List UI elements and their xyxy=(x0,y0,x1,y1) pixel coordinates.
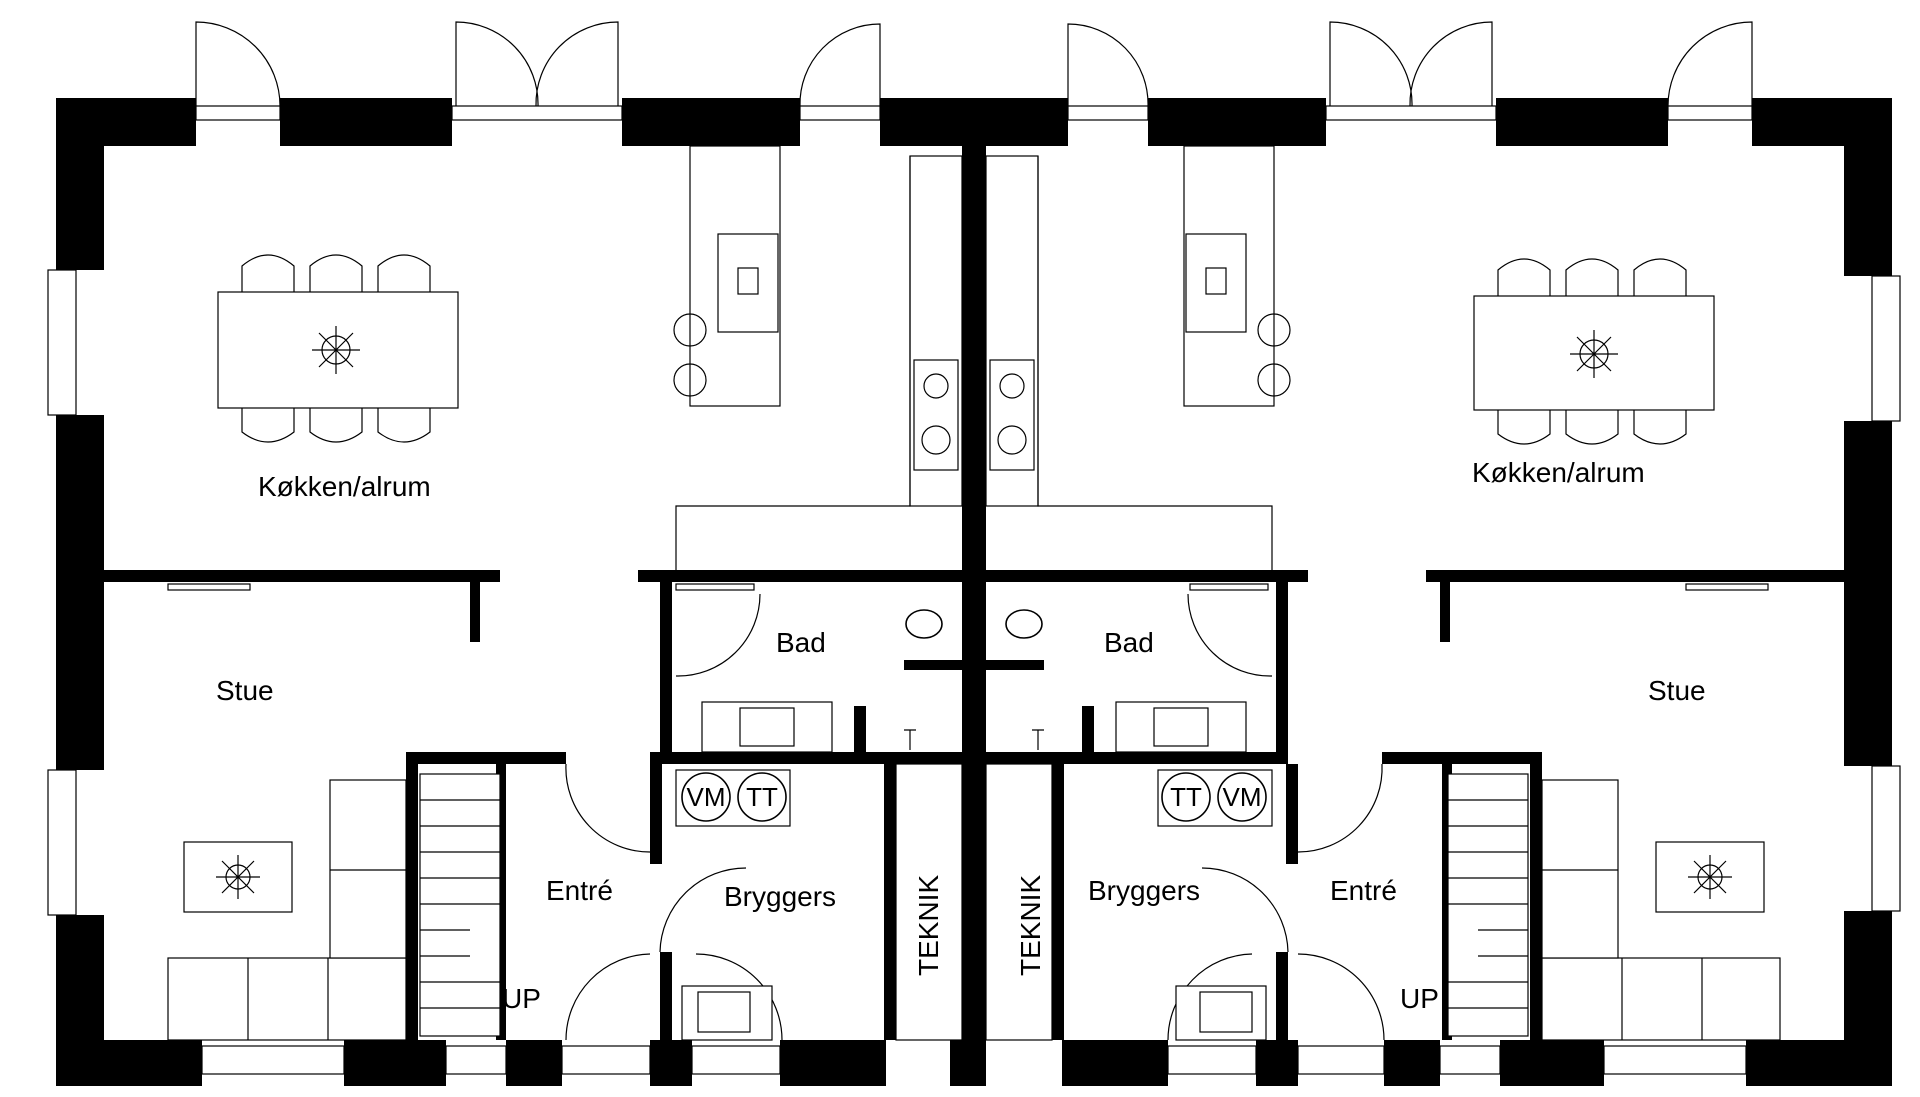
label-entry-left: Entré xyxy=(546,875,613,906)
label-utility-right: Bryggers xyxy=(1088,875,1200,906)
label-stairs-right: UP xyxy=(1400,983,1439,1014)
label-technical-left: TEKNIK xyxy=(913,875,944,976)
label-kitchen-right: Køkken/alrum xyxy=(1472,457,1645,488)
label-entry-right: Entré xyxy=(1330,875,1397,906)
kitchen-furniture-left xyxy=(217,145,963,570)
stairs-left xyxy=(419,773,501,1037)
label-dryer-left: TT xyxy=(746,782,778,812)
lamp-icon xyxy=(1570,330,1618,378)
stairs-right xyxy=(1447,773,1529,1037)
label-washer-left: VM xyxy=(687,782,726,812)
label-living-right: Stue xyxy=(1648,675,1706,706)
label-stairs-left: UP xyxy=(502,983,541,1014)
label-kitchen-left: Køkken/alrum xyxy=(258,471,431,502)
interior-walls xyxy=(104,146,1844,1040)
label-utility-left: Bryggers xyxy=(724,881,836,912)
windows xyxy=(47,105,1901,1075)
kitchen-furniture-right xyxy=(985,145,1715,570)
label-dryer-right: TT xyxy=(1170,782,1202,812)
lamp-icon xyxy=(1688,855,1732,899)
lamp-icon xyxy=(312,326,360,374)
label-living-left: Stue xyxy=(216,675,274,706)
label-technical-right: TEKNIK xyxy=(1015,875,1046,976)
label-bath-right: Bad xyxy=(1104,627,1154,658)
exterior-walls xyxy=(56,98,1892,1086)
label-bath-left: Bad xyxy=(776,627,826,658)
lamp-icon xyxy=(216,855,260,899)
living-furniture-right xyxy=(1541,779,1781,1041)
label-washer-right: VM xyxy=(1223,782,1262,812)
room-labels: Køkken/alrum Køkken/alrum Stue Stue Bad … xyxy=(216,457,1706,1014)
living-furniture-left xyxy=(167,779,407,1041)
bath-fixtures xyxy=(701,609,1247,753)
utility-fixtures xyxy=(675,763,1273,1041)
doors xyxy=(195,21,1753,1041)
